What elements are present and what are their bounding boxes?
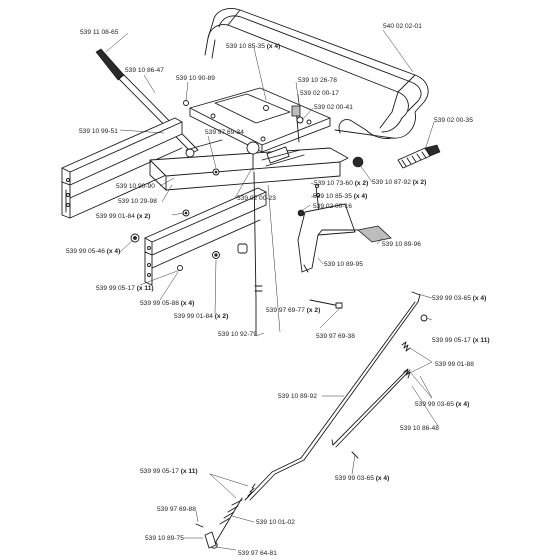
part-label: 539 02 00-41 [314,104,353,111]
part-label: 539 10 92-79 [218,331,257,338]
hardware-parts [130,100,343,309]
part-label: 539 99 03-65 (x 4) [415,401,469,408]
part-label: 539 99 03-65 (x 4) [335,475,389,482]
part-label: 539 97 64-81 [238,550,277,557]
part-label: 539 10 85-35 (x 4) [226,43,280,50]
part-label: 539 10 26-78 [298,77,337,84]
part-label: 539 99 05-17 (x 11) [96,285,154,292]
part-label: 539 10 99-51 [79,128,118,135]
part-label: 539 99 05-17 (x 11) [432,337,490,344]
pedal-arm-part [297,203,392,273]
part-label: 539 10 89-95 [324,261,363,268]
lower-rail-part [144,187,267,286]
frame-rail-part [61,117,364,219]
lower-linkage-part [195,483,256,549]
leader-lines [105,29,439,551]
part-label: 539 10 87-92 (x 2) [372,179,426,186]
vertical-cable-part [253,171,263,336]
part-label: 539 10 90-89 [176,75,215,82]
part-label: 539 99 01-84 (x 2) [96,213,150,220]
part-label: 539 10 90-90 [116,183,155,190]
part-label: 539 11 08-65 [80,29,119,36]
rod-spring-parts [401,341,411,379]
part-labels: 539 11 08-65 539 10 86-47 539 10 90-89 5… [66,23,490,557]
part-label: 539 10 01-02 [256,519,295,526]
part-label: 539 02 00-35 [434,117,473,124]
part-label: 539 10 89-75 [145,535,184,542]
lever-grip-part [95,48,125,81]
part-label: 539 97 69-77 (x 2) [266,307,320,314]
spring-part [397,144,441,169]
part-label: 539 10 86-48 [400,425,439,432]
part-label: 539 10 89-92 [278,393,317,400]
part-label: 539 02 00-17 [300,90,339,97]
secondary-rod-part [331,369,411,459]
long-control-rod-part [246,291,428,501]
part-label: 539 02 00-16 [313,203,352,210]
part-label: 539 02 00-23 [237,195,276,202]
part-label: 539 99 01-84 (x 2) [174,313,228,320]
part-label: 540 02 02-01 [383,23,422,30]
control-assembly-part [246,105,305,171]
top-plate-part [189,87,331,153]
guard-rail-part [204,8,429,139]
part-label: 539 99 05-46 (x 4) [66,248,120,255]
part-label: 539 99 03-65 (x 4) [432,295,486,302]
part-label: 539 10 89-96 [382,241,421,248]
part-label: 539 97 69-38 [316,333,355,340]
part-label: 539 99 05-17 (x 11) [140,468,198,475]
part-label: 539 10 85-35 (x 4) [313,193,367,200]
part-label: 539 10 73-60 (x 2) [314,180,368,187]
part-label: 539 97 69-34 [205,129,244,136]
part-label: 539 10 86-47 [125,67,164,74]
part-label: 539 99 05-88 (x 4) [140,300,194,307]
part-label: 539 10 29-98 [118,198,157,205]
part-label: 539 99 01-88 [435,361,474,368]
part-label: 539 97 69-88 [157,506,196,513]
